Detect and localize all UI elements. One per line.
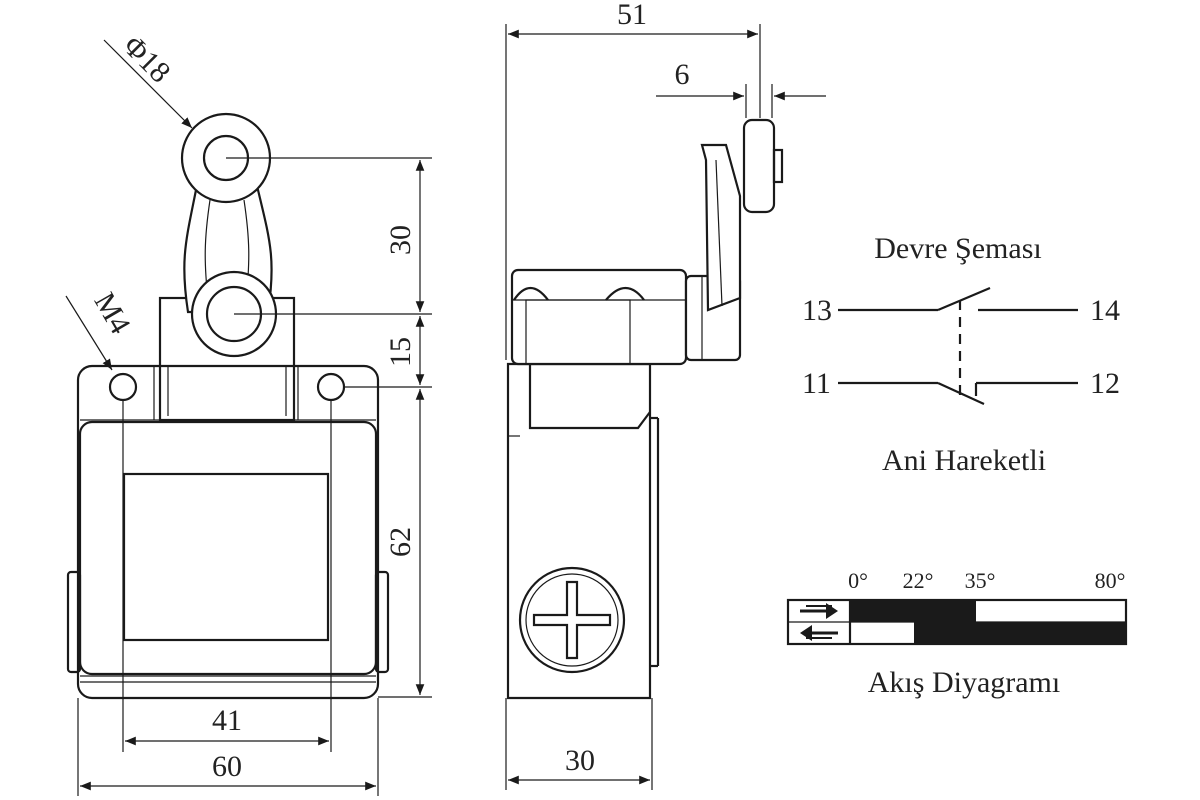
flow-bar-nc: [914, 622, 1126, 644]
side-dimensions: 51 6 30: [505, 0, 826, 790]
dim-body-width: 60: [212, 750, 242, 783]
circuit-diagram: Devre Şeması 13 14 11 12 Ani Hareketli: [802, 232, 1120, 477]
side-lever: [700, 143, 742, 312]
terminal-14: 14: [1090, 294, 1120, 327]
dim-pivot-offset: 15: [384, 337, 417, 367]
terminal-11: 11: [802, 367, 831, 400]
dim-hole-spacing: 41: [212, 704, 242, 737]
flow-diagram: 0° 22° 35° 80° Akış Diyagramı: [786, 568, 1128, 699]
angle-22: 22°: [903, 568, 934, 593]
dim-total-depth: 51: [617, 0, 647, 31]
angle-80: 80°: [1095, 568, 1126, 593]
side-view: [506, 118, 784, 700]
front-cover: [78, 420, 378, 676]
front-view: [66, 112, 390, 700]
arrow-left-icon: [800, 625, 838, 641]
front-body-outline: [76, 364, 380, 700]
dim-body-height: 62: [384, 527, 417, 557]
side-roller: [742, 118, 776, 214]
terminal-13: 13: [802, 294, 832, 327]
dim-arm-length: 30: [384, 225, 417, 255]
circuit-type-label: Ani Hareketli: [882, 444, 1046, 477]
arrow-right-icon: [800, 603, 838, 619]
angle-0: 0°: [848, 568, 868, 593]
flow-bar-no: [850, 600, 976, 622]
dim-roller-width: 6: [675, 58, 690, 91]
dim-mount-thread: M4: [88, 287, 137, 340]
terminal-12: 12: [1090, 367, 1120, 400]
terminal-screw: [518, 566, 626, 674]
dim-body-depth: 30: [565, 744, 595, 777]
dim-roller-diameter: Φ18: [117, 29, 177, 89]
flow-title: Akış Diyagramı: [868, 666, 1060, 699]
angle-35: 35°: [965, 568, 996, 593]
circuit-title: Devre Şeması: [874, 232, 1041, 265]
cross-slot: [532, 580, 612, 660]
side-head: [510, 268, 688, 366]
front-window: [122, 472, 330, 642]
